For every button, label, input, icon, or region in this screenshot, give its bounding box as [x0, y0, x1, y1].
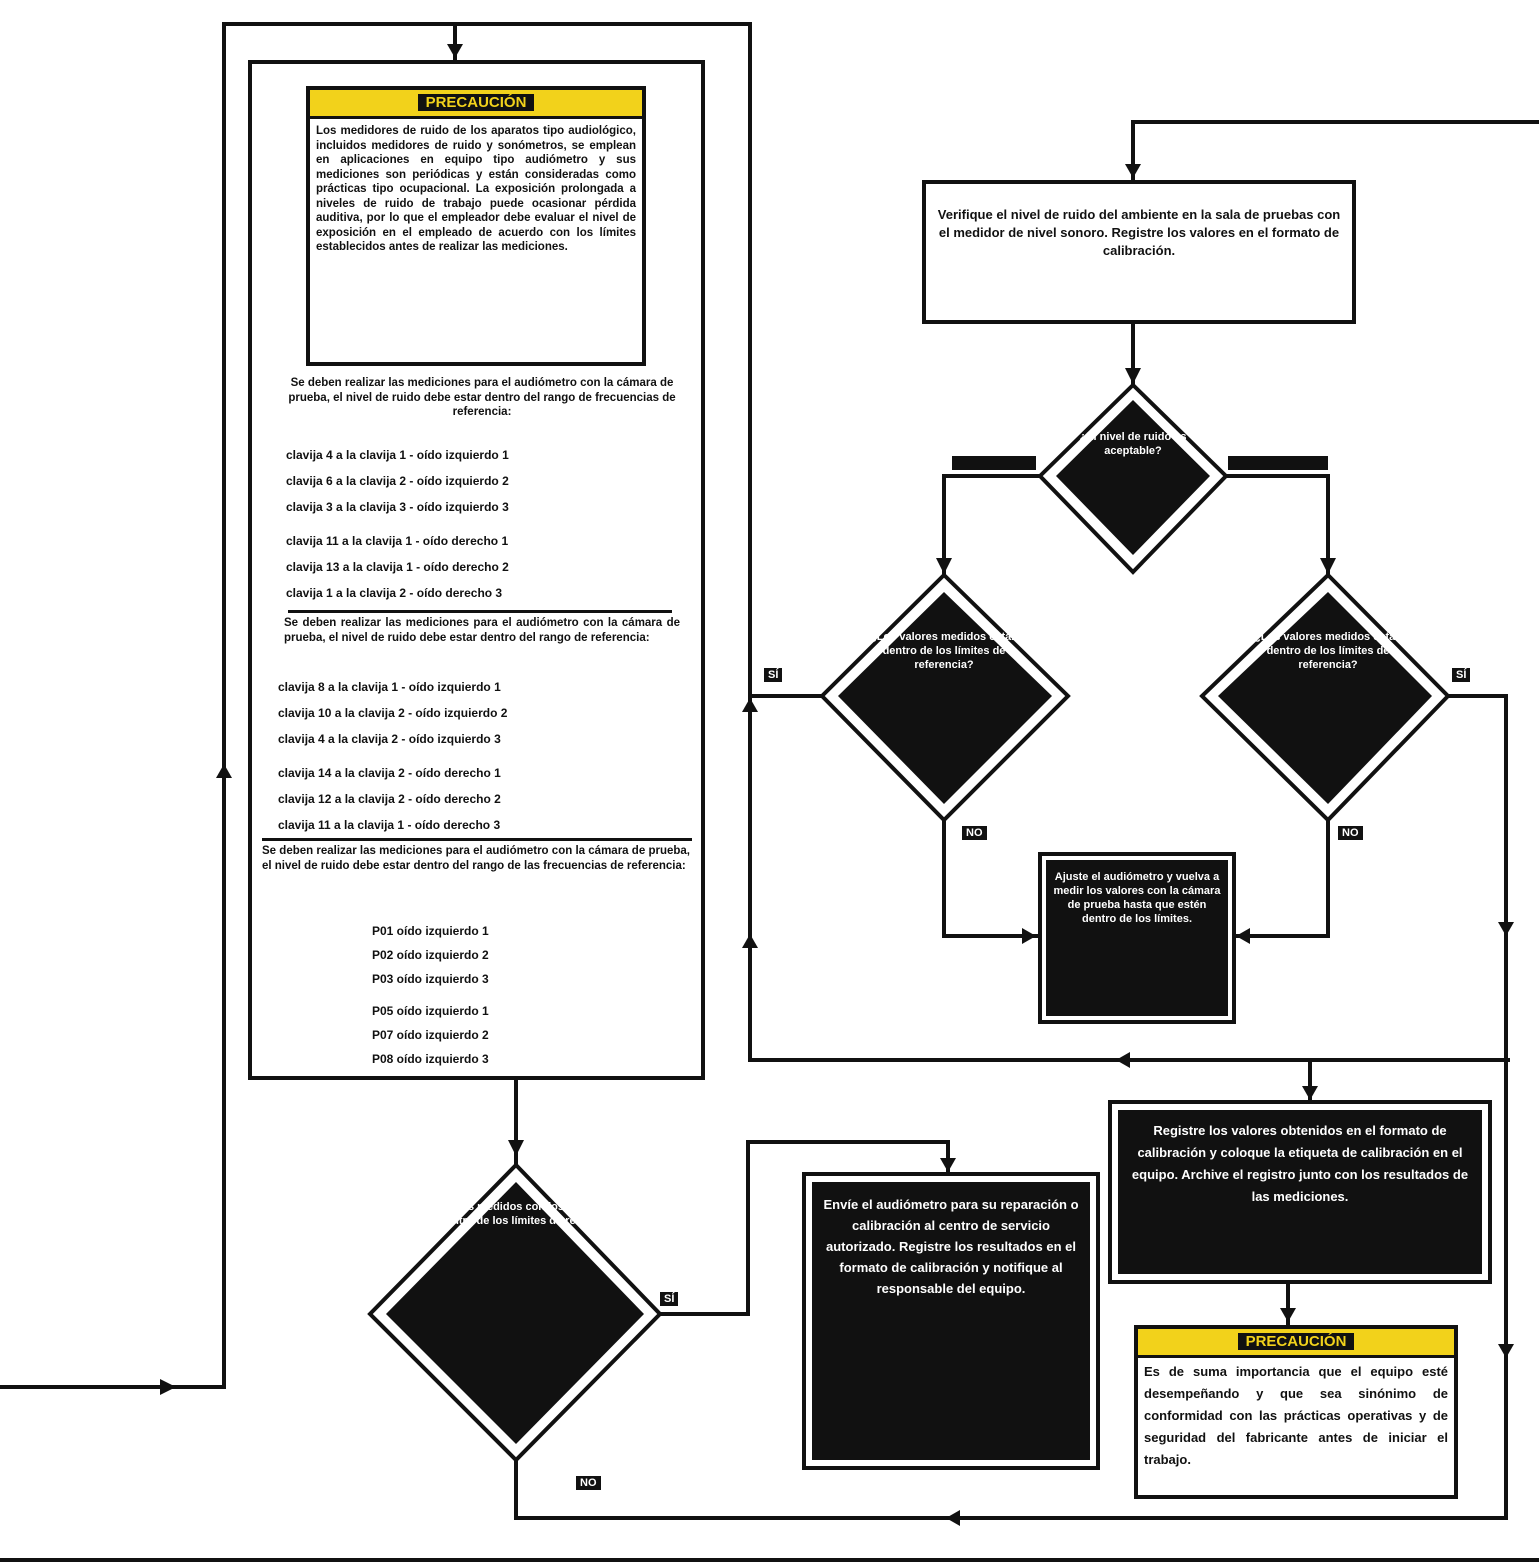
- caution-header: PRECAUCIÓN: [1138, 1329, 1454, 1358]
- decision-right-text: ¿Los valores medidos están dentro de los…: [1254, 631, 1402, 671]
- arrow-head: [1302, 1086, 1318, 1100]
- label-top-left: [952, 456, 1036, 470]
- arrow-head: [1320, 558, 1336, 574]
- arrow-head: [742, 934, 758, 948]
- connector-right-yes: [1448, 694, 1508, 1060]
- caution-title: PRECAUCIÓN: [417, 94, 535, 111]
- caution-body: Los medidores de ruido de los aparatos t…: [316, 125, 636, 253]
- instruction-text: Verifique el nivel de ruido del ambiente…: [937, 207, 1341, 258]
- label-right-yes: SÍ: [1452, 668, 1471, 682]
- connection-item: clavija 10 a la clavija 2 - oído izquier…: [278, 706, 508, 720]
- record-text: Registre los valores obtenidos en el for…: [1131, 1123, 1469, 1204]
- decision-left-text: ¿Los valores medidos están dentro de los…: [870, 631, 1018, 671]
- arrow-head: [1280, 1308, 1296, 1322]
- connection-item: clavija 4 a la clavija 1 - oído izquierd…: [286, 448, 509, 462]
- instruction-box-top: Verifique el nivel de ruido del ambiente…: [922, 180, 1356, 324]
- connection-item: clavija 13 a la clavija 1 - oído derecho…: [286, 560, 509, 574]
- connection-item: clavija 3 a la clavija 3 - oído izquierd…: [286, 500, 509, 514]
- label-bottom-no: NO: [576, 1476, 601, 1490]
- caution-box-right: PRECAUCIÓN Es de suma importancia que el…: [1134, 1325, 1458, 1499]
- arrow-head: [447, 44, 463, 58]
- arrow-head: [1022, 928, 1036, 944]
- main-procedure-box: PRECAUCIÓN Los medidores de ruido de los…: [248, 60, 705, 1080]
- caution-title: PRECAUCIÓN: [1237, 1333, 1355, 1350]
- label-bottom-yes: SÍ: [660, 1292, 679, 1306]
- decision-bottom-text: ¿Los valores medidos con los auriculares…: [406, 1201, 626, 1227]
- arrow-head: [742, 698, 758, 712]
- divider: [262, 838, 692, 841]
- connector-bottom-no: [514, 1060, 1508, 1520]
- connection-item: clavija 6 a la clavija 2 - oído izquierd…: [286, 474, 509, 488]
- intro-text-1: Se deben realizar las mediciones para el…: [288, 377, 676, 418]
- connection-item: P05 oído izquierdo 1: [372, 1004, 489, 1018]
- connector-right-loop: [1131, 120, 1539, 180]
- divider: [288, 610, 672, 613]
- connection-item: clavija 11 a la clavija 1 - oído derecho…: [286, 534, 509, 548]
- label-right-no: NO: [1338, 826, 1363, 840]
- label-left-yes: SÍ: [764, 668, 783, 682]
- connection-item: P07 oído izquierdo 2: [372, 1028, 489, 1042]
- connection-item: clavija 11 a la clavija 1 - oído derecho…: [278, 818, 501, 832]
- arrow-head: [508, 1140, 524, 1156]
- adjustment-text: Ajuste el audiómetro y vuelva a medir lo…: [1053, 871, 1221, 925]
- arrow-head: [1236, 928, 1250, 944]
- connection-item: clavija 4 a la clavija 2 - oído izquierd…: [278, 732, 501, 746]
- caution-body: Es de suma importancia que el equipo est…: [1144, 1364, 1448, 1467]
- arrow-head: [216, 764, 232, 778]
- connection-item: clavija 14 a la clavija 2 - oído derecho…: [278, 766, 501, 780]
- connector-right-no: [1234, 820, 1330, 938]
- label-left-no: NO: [962, 826, 987, 840]
- arrow-head: [1125, 368, 1141, 384]
- connection-item: P01 oído izquierdo 1: [372, 924, 489, 938]
- connection-item: clavija 8 a la clavija 1 - oído izquierd…: [278, 680, 501, 694]
- connector-bottom-yes: [660, 1140, 950, 1316]
- label-top-right: [1228, 456, 1328, 470]
- adjustment-box: Ajuste el audiómetro y vuelva a medir lo…: [1038, 852, 1236, 1024]
- connection-item: P02 oído izquierdo 2: [372, 948, 489, 962]
- record-box: Registre los valores obtenidos en el for…: [1108, 1100, 1492, 1284]
- connection-item: clavija 1 a la clavija 2 - oído derecho …: [286, 586, 503, 600]
- arrow-head: [1116, 1052, 1130, 1068]
- caution-header: PRECAUCIÓN: [310, 90, 642, 119]
- arrow-head: [940, 1158, 956, 1172]
- connection-item: P03 oído izquierdo 3: [372, 972, 489, 986]
- caution-box-top: PRECAUCIÓN Los medidores de ruido de los…: [306, 86, 646, 366]
- connection-item: clavija 12 a la clavija 2 - oído derecho…: [278, 792, 501, 806]
- arrow-head: [1125, 164, 1141, 178]
- intro-text-3: Se deben realizar las mediciones para el…: [262, 845, 690, 872]
- service-box: Envíe el audiómetro para su reparación o…: [802, 1172, 1100, 1470]
- arrow-head: [936, 558, 952, 574]
- connector-top-left: [942, 474, 1040, 575]
- connector-left-loop: [0, 22, 1510, 1389]
- connector-left-no: [942, 820, 1038, 938]
- arrow-head: [1498, 922, 1514, 936]
- arrow-head: [160, 1379, 176, 1395]
- connection-item: P08 oído izquierdo 3: [372, 1052, 489, 1066]
- decision-top-text: ¿El nivel de ruido es aceptable?: [1079, 431, 1187, 457]
- arrow-head: [946, 1510, 960, 1526]
- connector-top-right: [1226, 474, 1330, 575]
- arrow-head: [1498, 1344, 1514, 1358]
- intro-text-2: Se deben realizar las mediciones para el…: [284, 617, 680, 644]
- service-text: Envíe el audiómetro para su reparación o…: [823, 1197, 1079, 1296]
